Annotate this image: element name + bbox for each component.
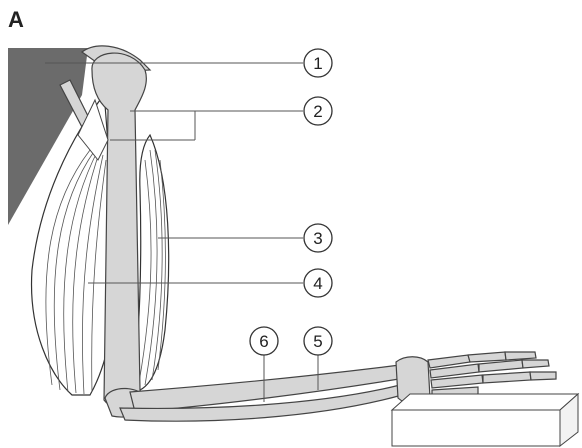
callout-2-label: 2 (313, 102, 322, 121)
callout-1-label: 1 (313, 54, 322, 73)
callout-4: 4 (304, 269, 332, 297)
callout-5: 5 (304, 327, 332, 355)
panel-letter: A (8, 7, 24, 32)
callout-3: 3 (304, 224, 332, 252)
callout-6: 6 (250, 327, 278, 355)
support-block (392, 394, 578, 446)
callout-3-label: 3 (313, 229, 322, 248)
callout-5-label: 5 (313, 332, 322, 351)
callout-2: 2 (304, 97, 332, 125)
callout-6-label: 6 (259, 332, 268, 351)
callout-1: 1 (304, 49, 332, 77)
callout-4-label: 4 (313, 274, 322, 293)
